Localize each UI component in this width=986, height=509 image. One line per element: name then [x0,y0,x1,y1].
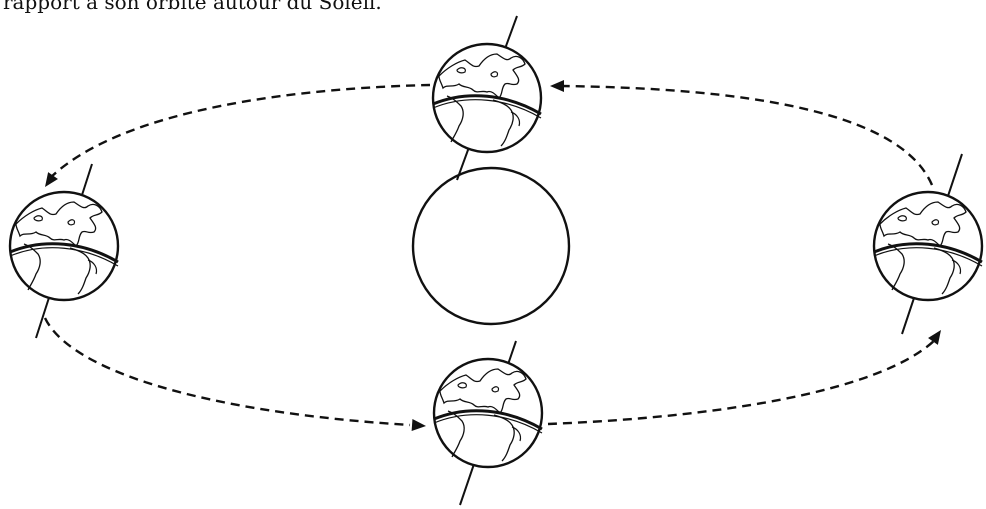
arrowhead-icon [550,80,564,92]
sun-circle [411,166,571,326]
earth-globe-icon [432,357,544,469]
earth-left [8,163,120,339]
orbit-path-left-bottom [43,317,411,427]
arrowhead-icon [411,419,427,432]
earth-top [431,15,543,181]
arrowhead-icon [40,172,58,191]
earth-globe-icon [872,190,984,302]
earth-globe-icon [431,42,543,154]
caption-text: rapport à son orbite autour du Soleil. [3,0,382,14]
orbit-path-right-top [559,84,934,186]
earth-right [872,153,984,335]
orbit-path-bottom-right [547,337,938,426]
earth-bottom [432,340,544,506]
orbit-path-top-left [47,83,431,181]
earth-globe-icon [8,190,120,302]
